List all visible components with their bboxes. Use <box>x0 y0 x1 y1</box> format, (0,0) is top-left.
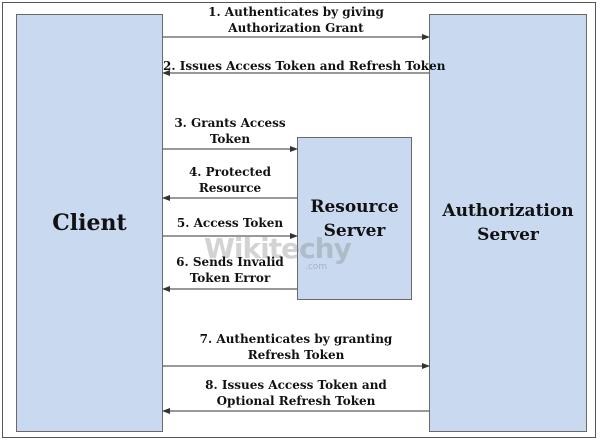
step-3-label: 3. Grants Access Token <box>163 115 297 147</box>
step-6-label: 6. Sends Invalid Token Error <box>163 254 297 286</box>
step-8-line2: Optional Refresh Token <box>216 394 376 408</box>
step-7-line1: 7. Authenticates by granting <box>199 332 393 346</box>
resource-server-box: Resource Server <box>297 137 412 300</box>
step-7-label: 7. Authenticates by granting Refresh Tok… <box>163 331 429 363</box>
step-3-line1: 3. Grants Access <box>174 116 286 130</box>
watermark-domain: .com <box>305 262 328 272</box>
step-3-line2: Token <box>209 132 251 146</box>
diagram-frame <box>2 2 596 438</box>
step-1-line1: 1. Authenticates by giving <box>208 5 384 19</box>
step-1-line2: Authorization Grant <box>228 21 364 35</box>
step-8-label: 8. Issues Access Token and Optional Refr… <box>163 377 429 409</box>
resource-server-label-line2: Server <box>323 220 386 241</box>
step-4-label: 4. Protected Resource <box>163 164 297 196</box>
step-1-label: 1. Authenticates by giving Authorization… <box>163 4 429 36</box>
authorization-server-label-line2: Server <box>477 225 539 245</box>
client-box: Client <box>16 14 163 432</box>
step-4-line1: 4. Protected <box>188 165 272 179</box>
client-label: Client <box>52 210 127 236</box>
watermark-logo: Wikitechy <box>204 232 352 265</box>
authorization-server-label-line1: Authorization <box>442 201 574 221</box>
step-5-line1: 5. Access Token <box>176 216 284 230</box>
step-8-line1: 8. Issues Access Token and <box>205 378 387 392</box>
step-6-line1: 6. Sends Invalid <box>176 255 284 269</box>
step-5-label: 5. Access Token <box>163 215 297 231</box>
step-4-line2: Resource <box>198 181 262 195</box>
step-2-line1: 2. Issues Access Token and Refresh Token <box>163 59 446 73</box>
resource-server-label-line1: Resource <box>310 196 399 217</box>
step-2-label: 2. Issues Access Token and Refresh Token <box>163 58 446 74</box>
step-6-line2: Token Error <box>189 271 271 285</box>
authorization-server-box: Authorization Server <box>429 14 587 432</box>
step-7-line2: Refresh Token <box>247 348 345 362</box>
